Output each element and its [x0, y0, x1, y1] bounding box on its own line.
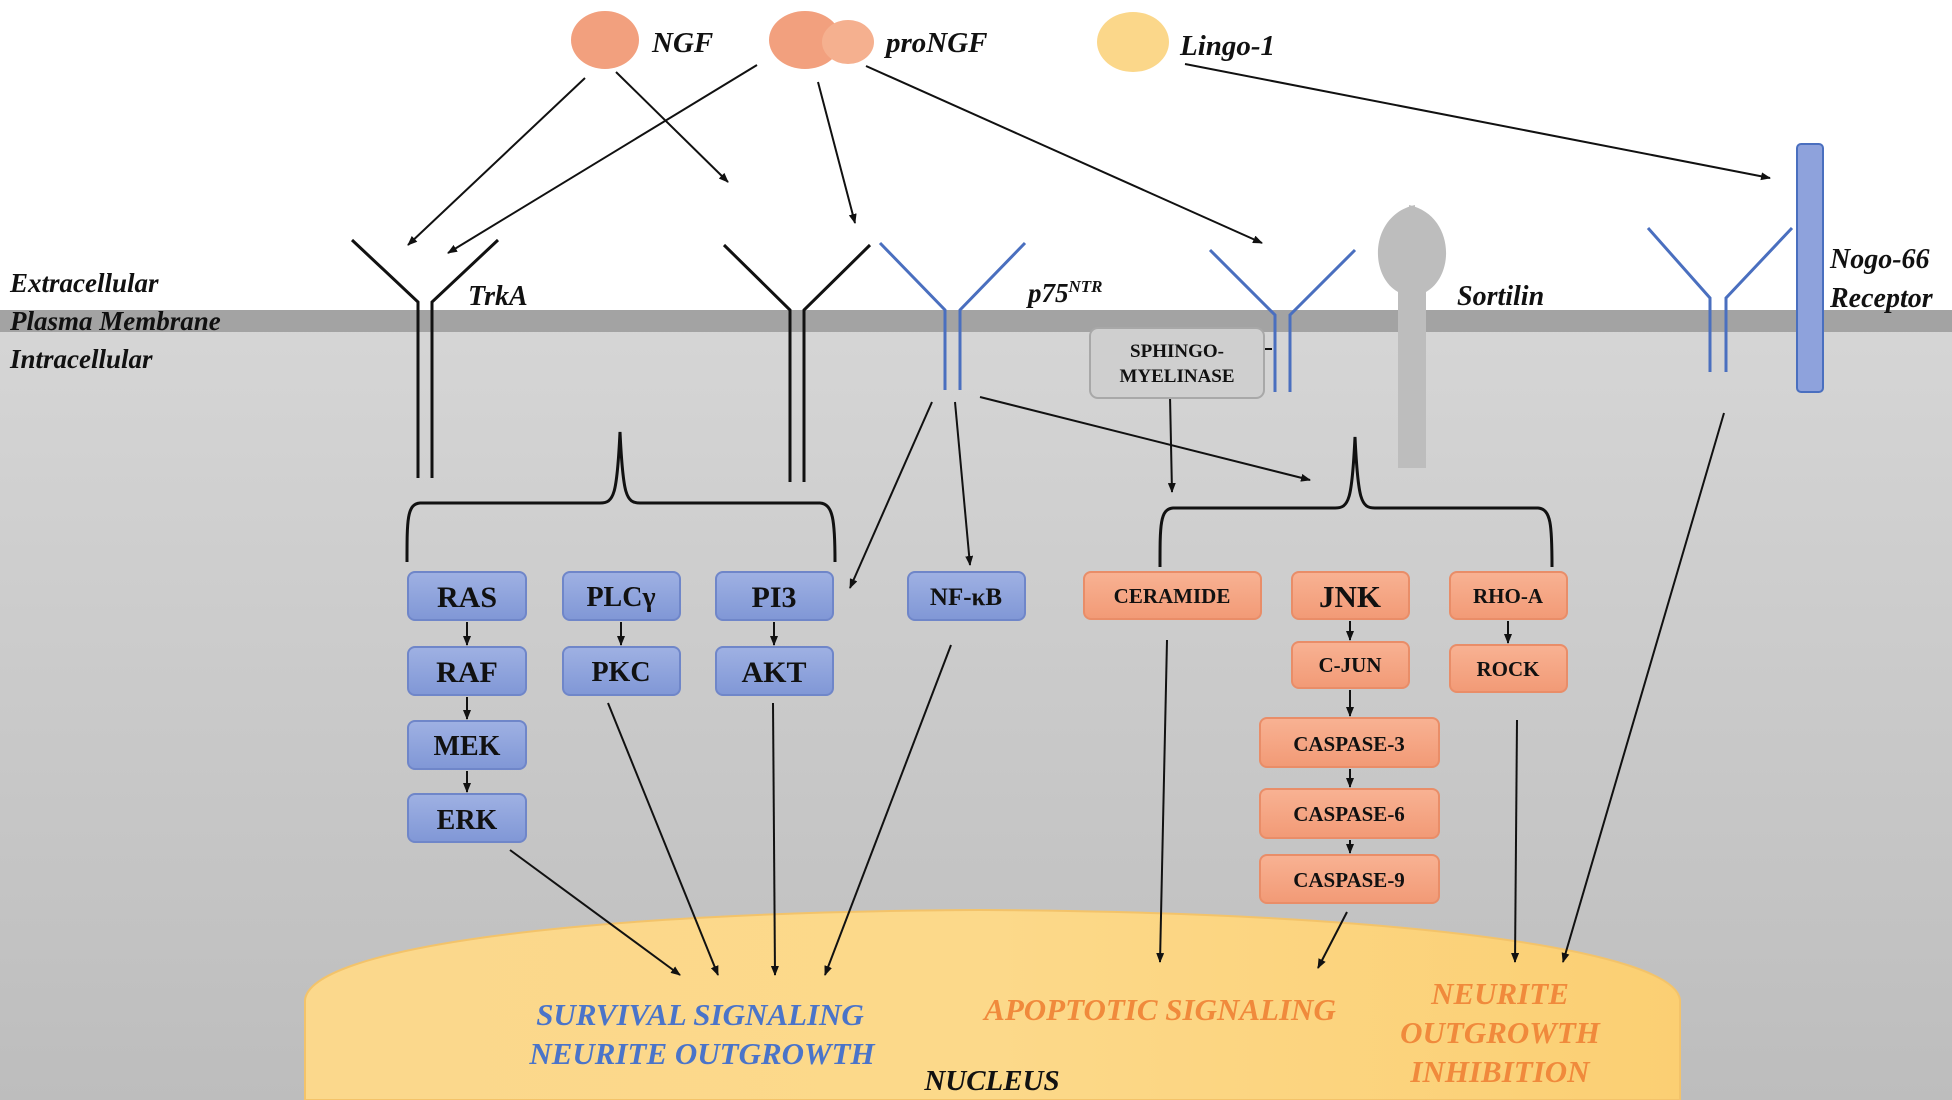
plasma-membrane — [0, 310, 1952, 332]
lingo1-ligand — [1097, 12, 1169, 72]
caspase3-box — [1259, 717, 1440, 768]
nogo-coreceptor — [1646, 226, 1794, 372]
caspase6-box — [1259, 788, 1440, 839]
orange-nodes: CERAMIDE JNK C-JUN CASPASE-3 CASPASE-6 C… — [1083, 571, 1568, 904]
arrow-p75-pi3 — [849, 401, 933, 589]
arrow-ngf-trka-left — [407, 77, 586, 246]
mek-box — [407, 720, 527, 770]
ngf-ligand — [571, 11, 639, 69]
pi3-box — [715, 571, 834, 621]
ceramide-label: CERAMIDE — [1114, 584, 1231, 608]
caspase9-label: CASPASE-9 — [1293, 868, 1405, 892]
erk-box — [407, 793, 527, 843]
nogo66-receptor — [1796, 143, 1824, 393]
arrow-nogo-inhibition — [1561, 412, 1725, 963]
nucleus-label: NUCLEUS — [923, 1065, 1059, 1097]
arrow-akt-survival — [770, 702, 779, 976]
extracellular-label: Extracellular — [9, 268, 159, 298]
survival-label-line1: SURVIVAL SIGNALING — [536, 997, 864, 1032]
nucleus-arrows — [509, 412, 1725, 976]
cjun-label: C-JUN — [1319, 653, 1382, 677]
pi3-label: PI3 — [752, 581, 797, 614]
arrow-rock-inhibition — [1511, 719, 1520, 963]
inhibition-label-line2: OUTGROWTH — [1400, 1015, 1601, 1050]
rock-box — [1449, 644, 1568, 693]
nucleus — [304, 908, 1681, 1100]
apoptotic-label: APOPTOTIC SIGNALING — [982, 992, 1336, 1027]
pkc-box — [562, 646, 681, 696]
prongf-label: proNGF — [883, 27, 988, 59]
raf-label: RAF — [436, 656, 498, 689]
p75ntr-receptor — [878, 241, 1027, 390]
intracellular-label: Intracellular — [9, 344, 153, 374]
extracellular-region — [0, 0, 1952, 310]
arrow-prongf-sortilin — [865, 65, 1263, 244]
ceramide-box — [1083, 571, 1262, 620]
arrow-p75-apoptotic — [979, 396, 1311, 482]
rhoa-box — [1449, 571, 1568, 620]
rock-label: ROCK — [1477, 657, 1541, 681]
nfkb-box — [907, 571, 1026, 621]
arrow-prongf-p75 — [817, 81, 857, 224]
ras-box — [407, 571, 527, 621]
rhoa-label: RHO-A — [1473, 584, 1544, 608]
plasma-membrane-label: Plasma Membrane — [9, 306, 221, 336]
sortilin-label: Sortilin — [1457, 281, 1544, 312]
prongf-ligand-large — [769, 11, 841, 69]
akt-box — [715, 646, 834, 696]
nogo-label-line2: Receptor — [1829, 283, 1934, 314]
sphingomyelinase-label-line1: SPHINGO- — [1130, 341, 1224, 362]
lingo1-label: Lingo-1 — [1179, 30, 1275, 62]
caspase6-label: CASPASE-6 — [1293, 802, 1405, 826]
pkc-label: PKC — [591, 657, 650, 688]
p75ntr-label: p75NTR — [1026, 277, 1103, 308]
sortilin-receptor — [1377, 205, 1447, 468]
blue-nodes: RAS RAF MEK ERK PLCγ PKC PI3 AKT NF-κB — [407, 571, 1026, 843]
apoptotic-brace — [1158, 436, 1554, 568]
raf-box — [407, 646, 527, 696]
trka-receptor-left — [350, 238, 500, 478]
arrow-nfkb-survival — [824, 644, 952, 976]
trka-label: TrkA — [468, 281, 528, 312]
sortilin-coreceptor — [1208, 248, 1357, 392]
sphingomyelinase-box — [1089, 327, 1265, 399]
plcg-label: PLCγ — [586, 582, 655, 613]
mek-label: MEK — [434, 731, 501, 762]
survival-label-line2: NEURITE OUTGROWTH — [528, 1036, 875, 1071]
arrow-sphingomyelinase-ceramide — [1167, 395, 1176, 493]
arrow-erk-survival — [509, 849, 681, 976]
cjun-box — [1291, 641, 1410, 689]
sphingomyelinase-label-line2: MYELINASE — [1119, 366, 1234, 387]
cascade-arrows — [463, 621, 1512, 854]
nfkb-label: NF-κB — [930, 584, 1002, 611]
inhibition-label-line1: NEURITE — [1430, 976, 1569, 1011]
caspase3-label: CASPASE-3 — [1293, 732, 1405, 756]
arrow-p75-nfkb — [954, 401, 974, 566]
nogo-label-line1: Nogo-66 — [1829, 244, 1930, 275]
jnk-label: JNK — [1319, 579, 1381, 614]
arrow-ceramide-apoptotic — [1156, 639, 1168, 963]
inhibition-label-line3: INHIBITION — [1409, 1054, 1591, 1089]
trka-receptor-right — [722, 243, 872, 482]
arrow-caspase9-apoptotic — [1317, 911, 1348, 969]
arrow-ngf-trka-right — [615, 71, 729, 183]
plcg-box — [562, 571, 681, 621]
trka-brace — [405, 431, 837, 563]
ras-label: RAS — [437, 581, 497, 614]
caspase9-box — [1259, 854, 1440, 904]
erk-label: ERK — [437, 805, 498, 836]
arrow-lingo1-nogo — [1184, 63, 1771, 181]
akt-label: AKT — [741, 656, 806, 689]
jnk-box — [1291, 571, 1410, 620]
arrow-prongf-trka — [447, 64, 758, 254]
ngf-label: NGF — [651, 27, 713, 59]
ligand-arrows — [407, 63, 1771, 254]
arrow-pkc-survival — [607, 702, 719, 976]
prongf-ligand-small — [822, 20, 874, 64]
